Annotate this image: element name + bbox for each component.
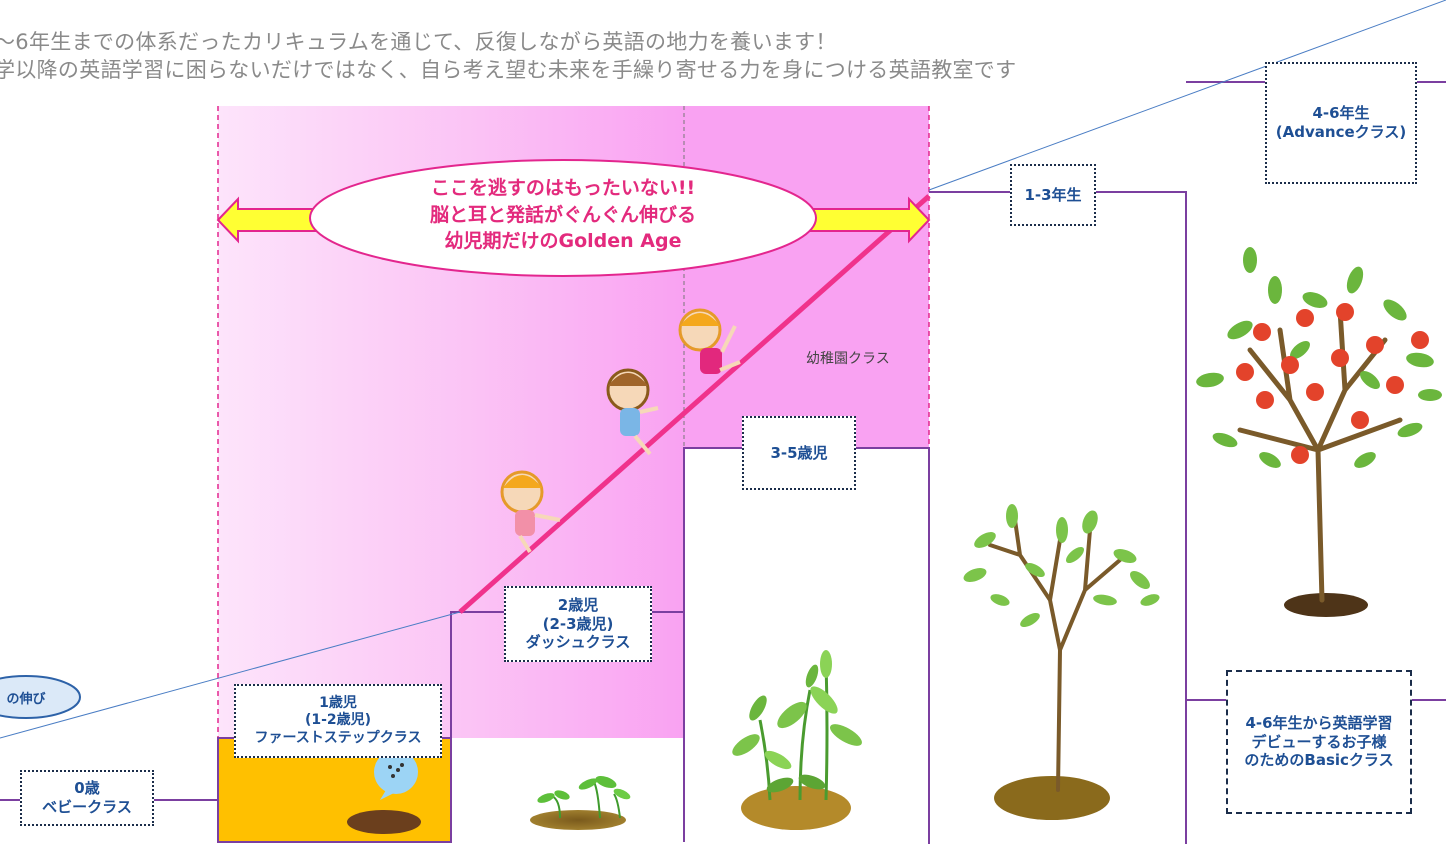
stage-age1-line1: 1歳児 [319, 694, 357, 711]
intro-line-2: 学以降の英語学習に困らないだけではなく、自ら考え望む未来を手繰り寄せる力を身につ… [0, 58, 1017, 82]
stage-age3-line1: 3-5歳児 [770, 443, 828, 462]
stage-age1-line3: ファーストステップクラス [254, 729, 422, 746]
stage-grade1-line1: 1-3年生 [1024, 185, 1082, 204]
banner-line-2: 脳と耳と発話がぐんぐん伸びる [429, 203, 696, 226]
kindergarten-class-label: 幼稚園クラス [806, 351, 890, 367]
banner-line-1: ここを逃すのはもったいない!! [430, 177, 696, 200]
growth-guideline [0, 611, 461, 739]
stage-basic-line3: のためのBasicクラス [1244, 751, 1394, 770]
seed-bubble-icon [347, 750, 421, 834]
stage-box-age1: 1歳児 (1-2歳児) ファーストステップクラス [234, 684, 442, 758]
intro-line-1: 〜6年生までの体系だったカリキュラムを通じて、反復しながら英語の地力を養います！ [0, 30, 837, 54]
stage-age2-line2: (2-3歳児) [542, 614, 614, 633]
golden-age-growth-line [458, 194, 931, 614]
stage-box-grade1: 1-3年生 [1010, 164, 1096, 226]
apple-tree-icon [1196, 247, 1442, 617]
stage-grade4-line2: (Advanceクラス) [1275, 123, 1407, 141]
stage-box-age3: 3-5歳児 [742, 416, 856, 490]
stage-age2-line3: ダッシュクラス [525, 633, 631, 652]
stage-box-age0: 0歳 ベビークラス [20, 770, 154, 826]
child-climber-icon [606, 368, 659, 456]
stage-age2-line1: 2歳児 [557, 595, 599, 614]
stage-box-grade4: 4-6年生 (Advanceクラス) [1265, 62, 1417, 184]
growth-pill: の伸び [6, 691, 46, 707]
growth-pill-shape [0, 675, 81, 719]
stage-box-basic: 4-6年生から英語学習 デビューするお子様 のためのBasicクラス [1226, 670, 1412, 814]
stage-age0-line1: 0歳 [74, 779, 100, 798]
golden-age-banner-shape [309, 159, 817, 277]
stage-age1-line2: (1-2歳児) [304, 712, 372, 729]
stage-basic-line1: 4-6年生から英語学習 [1245, 713, 1393, 732]
sprout-icon [530, 775, 631, 830]
young-tree-icon [963, 504, 1160, 820]
golden-age-arrow [216, 196, 931, 244]
stage-basic-line2: デビューするお子様 [1251, 732, 1387, 751]
stage-grade4-line1: 4-6年生 [1312, 104, 1370, 123]
golden-age-banner: ここを逃すのはもったいない!! 脳と耳と発話がぐんぐん伸びる 幼児期だけのGol… [310, 160, 816, 270]
stage-box-age2: 2歳児 (2-3歳児) ダッシュクラス [504, 586, 652, 662]
banner-line-3: 幼児期だけのGolden Age [444, 230, 682, 253]
stage-age0-line2: ベビークラス [42, 798, 132, 816]
child-climber-icon [500, 470, 561, 554]
child-climber-icon [678, 308, 741, 374]
seedling-icon [732, 650, 862, 830]
